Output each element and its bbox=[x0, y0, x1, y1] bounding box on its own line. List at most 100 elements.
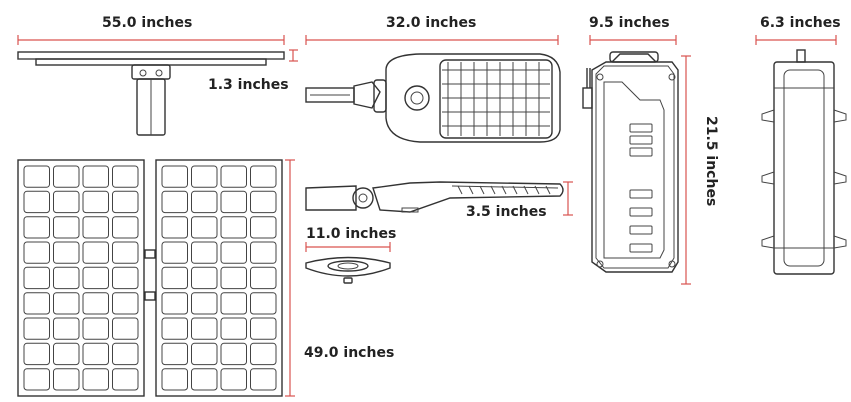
solar-cell bbox=[250, 266, 277, 290]
solar-cell bbox=[23, 368, 50, 391]
solar-module bbox=[155, 159, 283, 397]
solar-cell bbox=[220, 368, 247, 391]
street-light-top-view bbox=[305, 53, 561, 143]
panel-thickness-label: 1.3 inches bbox=[208, 77, 289, 93]
side-fin bbox=[534, 185, 540, 195]
solar-cell bbox=[250, 317, 277, 340]
battery-width-label: 9.5 inches bbox=[589, 15, 670, 31]
solar-panel-top-view bbox=[17, 51, 285, 136]
solar-cell bbox=[82, 342, 109, 366]
solar-cell bbox=[250, 216, 277, 239]
side-fin bbox=[512, 185, 518, 195]
panel-height-label: 49.0 inches bbox=[304, 345, 395, 361]
solar-cell bbox=[220, 190, 247, 214]
street-light-bottom-view bbox=[305, 256, 391, 284]
light-arm-label: 11.0 inches bbox=[306, 226, 397, 242]
solar-cell bbox=[82, 216, 109, 239]
solar-cell bbox=[82, 165, 109, 188]
vent-slot bbox=[629, 189, 653, 199]
vent-slot bbox=[629, 135, 653, 145]
solar-cell bbox=[112, 368, 139, 391]
solar-cell bbox=[112, 165, 139, 188]
battery-box-front-view bbox=[582, 51, 679, 273]
panel-height-dimension-line bbox=[285, 159, 295, 397]
solar-cell bbox=[53, 368, 80, 391]
battery-width-dimension-line bbox=[589, 35, 677, 45]
vent-slot bbox=[629, 243, 653, 253]
solar-cell bbox=[191, 165, 218, 188]
solar-cell bbox=[161, 165, 188, 188]
solar-cell bbox=[250, 342, 277, 366]
solar-cell bbox=[191, 342, 218, 366]
solar-cell bbox=[161, 342, 188, 366]
solar-cell bbox=[112, 292, 139, 315]
side-fin bbox=[490, 185, 496, 195]
side-fin bbox=[479, 185, 485, 195]
vent-slot bbox=[629, 207, 653, 217]
solar-cell bbox=[191, 368, 218, 391]
solar-cell bbox=[82, 190, 109, 214]
solar-cell bbox=[23, 241, 50, 264]
solar-cell bbox=[112, 216, 139, 239]
solar-cell bbox=[220, 266, 247, 290]
solar-cell bbox=[82, 317, 109, 340]
solar-cell bbox=[220, 342, 247, 366]
solar-cell bbox=[161, 317, 188, 340]
light-length-label: 32.0 inches bbox=[386, 15, 477, 31]
light-length-dimension-line bbox=[305, 35, 559, 45]
solar-cell bbox=[220, 241, 247, 264]
solar-module bbox=[17, 159, 145, 397]
solar-cell bbox=[53, 190, 80, 214]
solar-cell bbox=[53, 216, 80, 239]
battery-depth-dimension-line bbox=[755, 35, 837, 45]
solar-cell bbox=[53, 317, 80, 340]
solar-cell bbox=[82, 266, 109, 290]
panel-hinge bbox=[144, 249, 156, 301]
solar-cell bbox=[112, 190, 139, 214]
solar-cell bbox=[191, 216, 218, 239]
solar-cell bbox=[191, 317, 218, 340]
solar-cell bbox=[23, 342, 50, 366]
light-arm-dimension-line bbox=[305, 242, 391, 252]
solar-cell bbox=[161, 216, 188, 239]
solar-cell bbox=[220, 292, 247, 315]
battery-vent-slots bbox=[629, 123, 653, 253]
battery-box-side-view bbox=[761, 49, 847, 275]
solar-cell bbox=[53, 241, 80, 264]
solar-cell bbox=[112, 342, 139, 366]
solar-cell bbox=[23, 190, 50, 214]
light-side-fins bbox=[457, 185, 551, 195]
light-heat-fins bbox=[442, 62, 550, 136]
solar-cell bbox=[82, 368, 109, 391]
vent-slot bbox=[629, 225, 653, 235]
solar-cell bbox=[53, 165, 80, 188]
panel-width-label: 55.0 inches bbox=[102, 15, 193, 31]
panel-thickness-dimension-line bbox=[289, 49, 298, 62]
solar-cell bbox=[220, 216, 247, 239]
solar-panel-front-view bbox=[17, 159, 283, 397]
side-fin bbox=[523, 185, 529, 195]
solar-cell bbox=[220, 317, 247, 340]
solar-cell bbox=[161, 266, 188, 290]
solar-cell bbox=[82, 241, 109, 264]
solar-cell bbox=[112, 317, 139, 340]
side-fin bbox=[501, 185, 507, 195]
vent-slot bbox=[629, 123, 653, 133]
battery-depth-label: 6.3 inches bbox=[760, 15, 841, 31]
solar-cell bbox=[23, 292, 50, 315]
solar-cell bbox=[53, 342, 80, 366]
solar-cell bbox=[191, 241, 218, 264]
solar-cell bbox=[161, 241, 188, 264]
panel-width-dimension-line bbox=[17, 35, 285, 45]
side-fin bbox=[468, 185, 474, 195]
side-fin bbox=[545, 185, 551, 195]
solar-cell bbox=[23, 216, 50, 239]
solar-cell bbox=[53, 292, 80, 315]
solar-cell bbox=[250, 190, 277, 214]
light-height-dimension-line bbox=[563, 181, 573, 216]
solar-cell bbox=[220, 165, 247, 188]
solar-cell bbox=[23, 317, 50, 340]
solar-cell bbox=[82, 292, 109, 315]
battery-height-label: 21.5 inches bbox=[703, 116, 719, 207]
solar-cell bbox=[250, 368, 277, 391]
